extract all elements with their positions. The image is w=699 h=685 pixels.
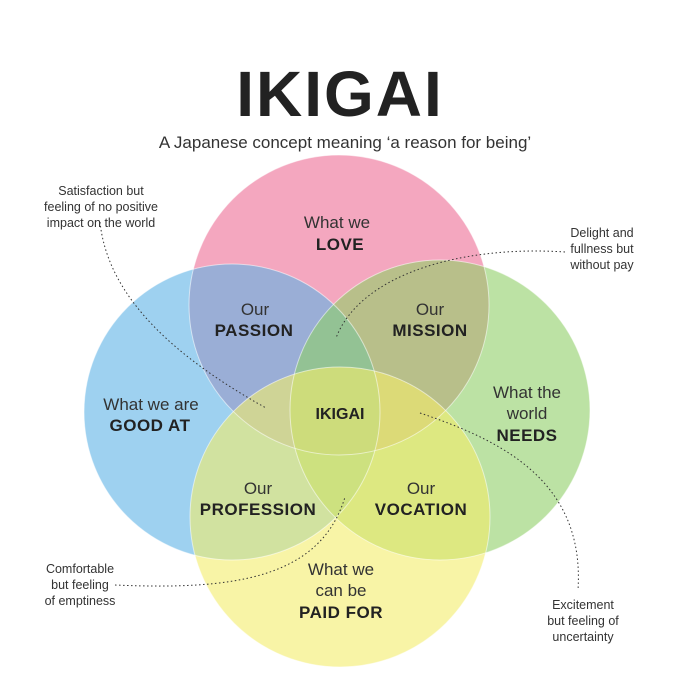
paid-for-line1: What we — [308, 560, 374, 579]
note-profession-line2: but feeling — [51, 578, 109, 592]
good-at-line1: What we are — [103, 395, 198, 414]
good-at-line2: GOOD AT — [110, 416, 191, 435]
connector-mission-note — [335, 250, 566, 339]
note-mission-line3: without pay — [569, 258, 634, 272]
paid-for-line2: can be — [315, 581, 366, 600]
circle-paid-for — [190, 367, 490, 667]
page-title: IKIGAI — [236, 58, 444, 130]
note-vocation-line3: uncertainty — [552, 630, 614, 644]
ikigai-center-label: IKIGAI — [316, 406, 365, 423]
note-profession: Comfortable but feeling of emptiness — [45, 562, 116, 608]
venn-circle-outlines — [83, 154, 591, 668]
note-passion: Satisfaction but feeling of no positive … — [44, 184, 158, 230]
love-line1: What we — [304, 213, 370, 232]
mission-line2: MISSION — [392, 321, 467, 340]
note-passion-line3: impact on the world — [47, 216, 155, 230]
needs-line2: world — [506, 404, 548, 423]
connector-vocation-note — [419, 412, 579, 591]
vocation-line2: VOCATION — [375, 500, 467, 519]
passion-line1: Our — [241, 300, 270, 319]
vocation-line1: Our — [407, 479, 436, 498]
needs-line3: NEEDS — [496, 426, 557, 445]
profession-line1: Our — [244, 479, 273, 498]
note-profession-line1: Comfortable — [46, 562, 114, 576]
note-vocation-line2: but feeling of — [547, 614, 619, 628]
note-mission: Delight and fullness but without pay — [569, 226, 634, 272]
venn-circles — [84, 155, 590, 667]
note-vocation-line1: Excitement — [552, 598, 614, 612]
profession-line2: PROFESSION — [200, 500, 316, 519]
passion-line2: PASSION — [215, 321, 294, 340]
paid-for-line3: PAID FOR — [299, 603, 383, 622]
note-passion-line1: Satisfaction but — [58, 184, 144, 198]
note-profession-line3: of emptiness — [45, 594, 116, 608]
note-mission-line2: fullness but — [570, 242, 634, 256]
love-line2: LOVE — [316, 235, 364, 254]
note-mission-line1: Delight and — [570, 226, 633, 240]
page-subtitle: A Japanese concept meaning ‘a reason for… — [159, 133, 531, 152]
needs-line1: What the — [493, 383, 561, 402]
note-passion-line2: feeling of no positive — [44, 200, 158, 214]
note-vocation: Excitement but feeling of uncertainty — [547, 598, 619, 644]
mission-line1: Our — [416, 300, 445, 319]
